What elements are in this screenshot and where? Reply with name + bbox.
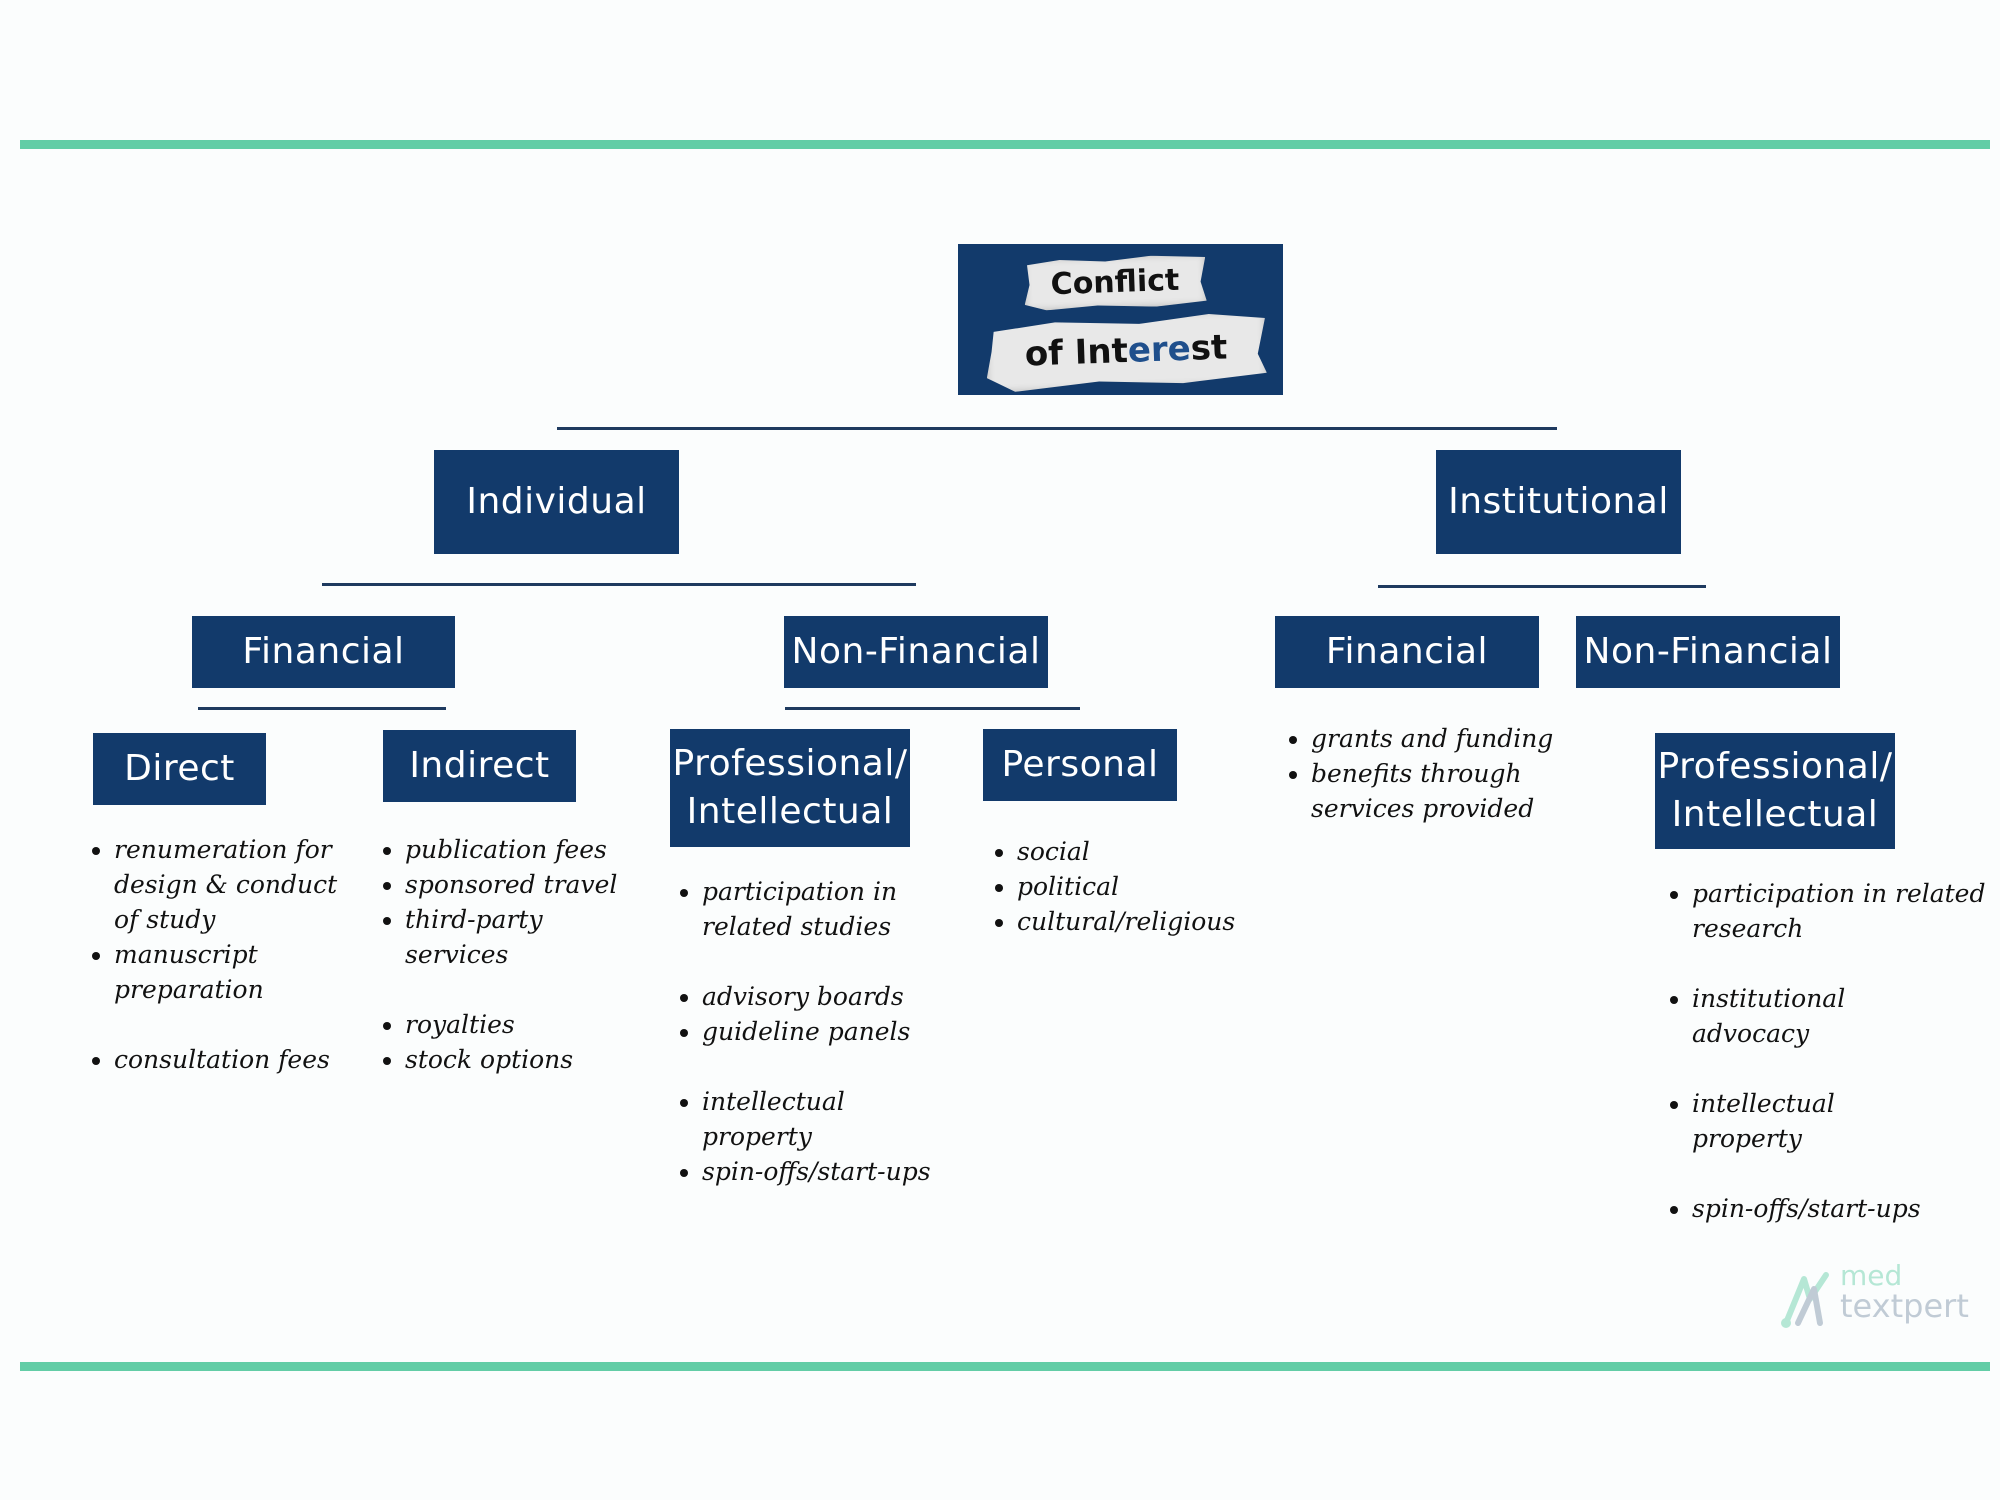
- institutional-non-financial-box: Non-Financial: [1576, 616, 1840, 688]
- individual-professional-label-1: Professional/: [672, 743, 908, 784]
- connector-root: [557, 427, 1557, 430]
- list-item: manuscript preparation: [114, 937, 364, 1007]
- indirect-list: publication fees sponsored travel third-…: [367, 832, 645, 1077]
- institutional-box: Institutional: [1436, 450, 1681, 554]
- institutional-non-financial-label: Non-Financial: [1583, 631, 1833, 672]
- connector-individual: [322, 583, 916, 586]
- top-rule: [20, 140, 1990, 149]
- list-item: grants and funding: [1311, 721, 1576, 756]
- list-item: royalties: [405, 1007, 645, 1042]
- institutional-professional-label-1: Professional/: [1657, 746, 1893, 787]
- institutional-professional-box: Professional/ Intellectual: [1655, 733, 1895, 849]
- title-line-2: of Interest: [1024, 327, 1228, 375]
- list-item: benefits through services provided: [1311, 756, 1576, 826]
- individual-box: Individual: [434, 450, 679, 554]
- logo-word-med: med: [1840, 1259, 1903, 1292]
- personal-label: Personal: [1001, 744, 1159, 785]
- list-item: political: [1017, 869, 1297, 904]
- logo-mark-icon: [1781, 1272, 1829, 1328]
- individual-professional-list: participation in related studies advisor…: [664, 874, 962, 1189]
- list-item: guideline panels: [702, 1014, 962, 1049]
- connector-institutional: [1378, 585, 1706, 588]
- institutional-financial-list: grants and funding benefits through serv…: [1273, 721, 1576, 826]
- list-item: publication fees: [405, 832, 645, 867]
- list-item: consultation fees: [114, 1042, 364, 1077]
- list-item: advisory boards: [702, 979, 962, 1014]
- title-line-1: Conflict: [1050, 262, 1180, 302]
- direct-label: Direct: [124, 748, 235, 789]
- list-item: renumeration for design & conduct of stu…: [114, 832, 364, 937]
- conflict-of-interest-title: Conflict of Interest: [958, 244, 1283, 395]
- logo-word-textpert: textpert: [1840, 1287, 1969, 1325]
- individual-non-financial-label: Non-Financial: [791, 631, 1041, 672]
- list-item: stock options: [405, 1042, 645, 1077]
- individual-non-financial-box: Non-Financial: [784, 616, 1048, 688]
- direct-box: Direct: [93, 733, 266, 805]
- list-item: social: [1017, 834, 1297, 869]
- medtextpert-logo: med textpert: [1780, 1259, 1980, 1335]
- personal-list: social political cultural/religious: [979, 834, 1297, 939]
- list-item: cultural/religious: [1017, 904, 1297, 939]
- institutional-professional-list: participation in related research instit…: [1654, 876, 1992, 1226]
- list-item: spin-offs/start-ups: [1692, 1191, 1992, 1226]
- institutional-financial-label: Financial: [1325, 631, 1489, 672]
- list-item: intellectual property: [702, 1084, 852, 1154]
- individual-financial-box: Financial: [192, 616, 455, 688]
- list-item: participation in related research: [1692, 876, 1992, 946]
- list-item: participation in related studies: [702, 874, 962, 944]
- personal-box: Personal: [983, 729, 1177, 801]
- title-paper-strip-2: of Interest: [985, 309, 1267, 393]
- individual-professional-label-2: Intellectual: [686, 791, 894, 832]
- institutional-professional-label-2: Intellectual: [1671, 794, 1879, 835]
- list-item: spin-offs/start-ups: [702, 1154, 962, 1189]
- individual-financial-label: Financial: [242, 631, 405, 672]
- title-paper-strip-1: Conflict: [1023, 253, 1207, 311]
- direct-list: renumeration for design & conduct of stu…: [76, 832, 364, 1077]
- list-item: intellectual property: [1692, 1086, 1842, 1156]
- list-item: sponsored travel: [405, 867, 645, 902]
- list-item: third-party services: [405, 902, 645, 972]
- institutional-financial-box: Financial: [1275, 616, 1539, 688]
- individual-label: Individual: [466, 481, 647, 522]
- bottom-rule: [20, 1362, 1990, 1371]
- individual-professional-box: Professional/ Intellectual: [670, 729, 910, 847]
- institutional-label: Institutional: [1448, 481, 1669, 522]
- indirect-box: Indirect: [383, 730, 576, 802]
- indirect-label: Indirect: [409, 745, 550, 786]
- connector-individual-financial: [198, 707, 446, 710]
- connector-individual-non-financial: [785, 707, 1080, 710]
- list-item: institutional advocacy: [1692, 981, 1845, 1051]
